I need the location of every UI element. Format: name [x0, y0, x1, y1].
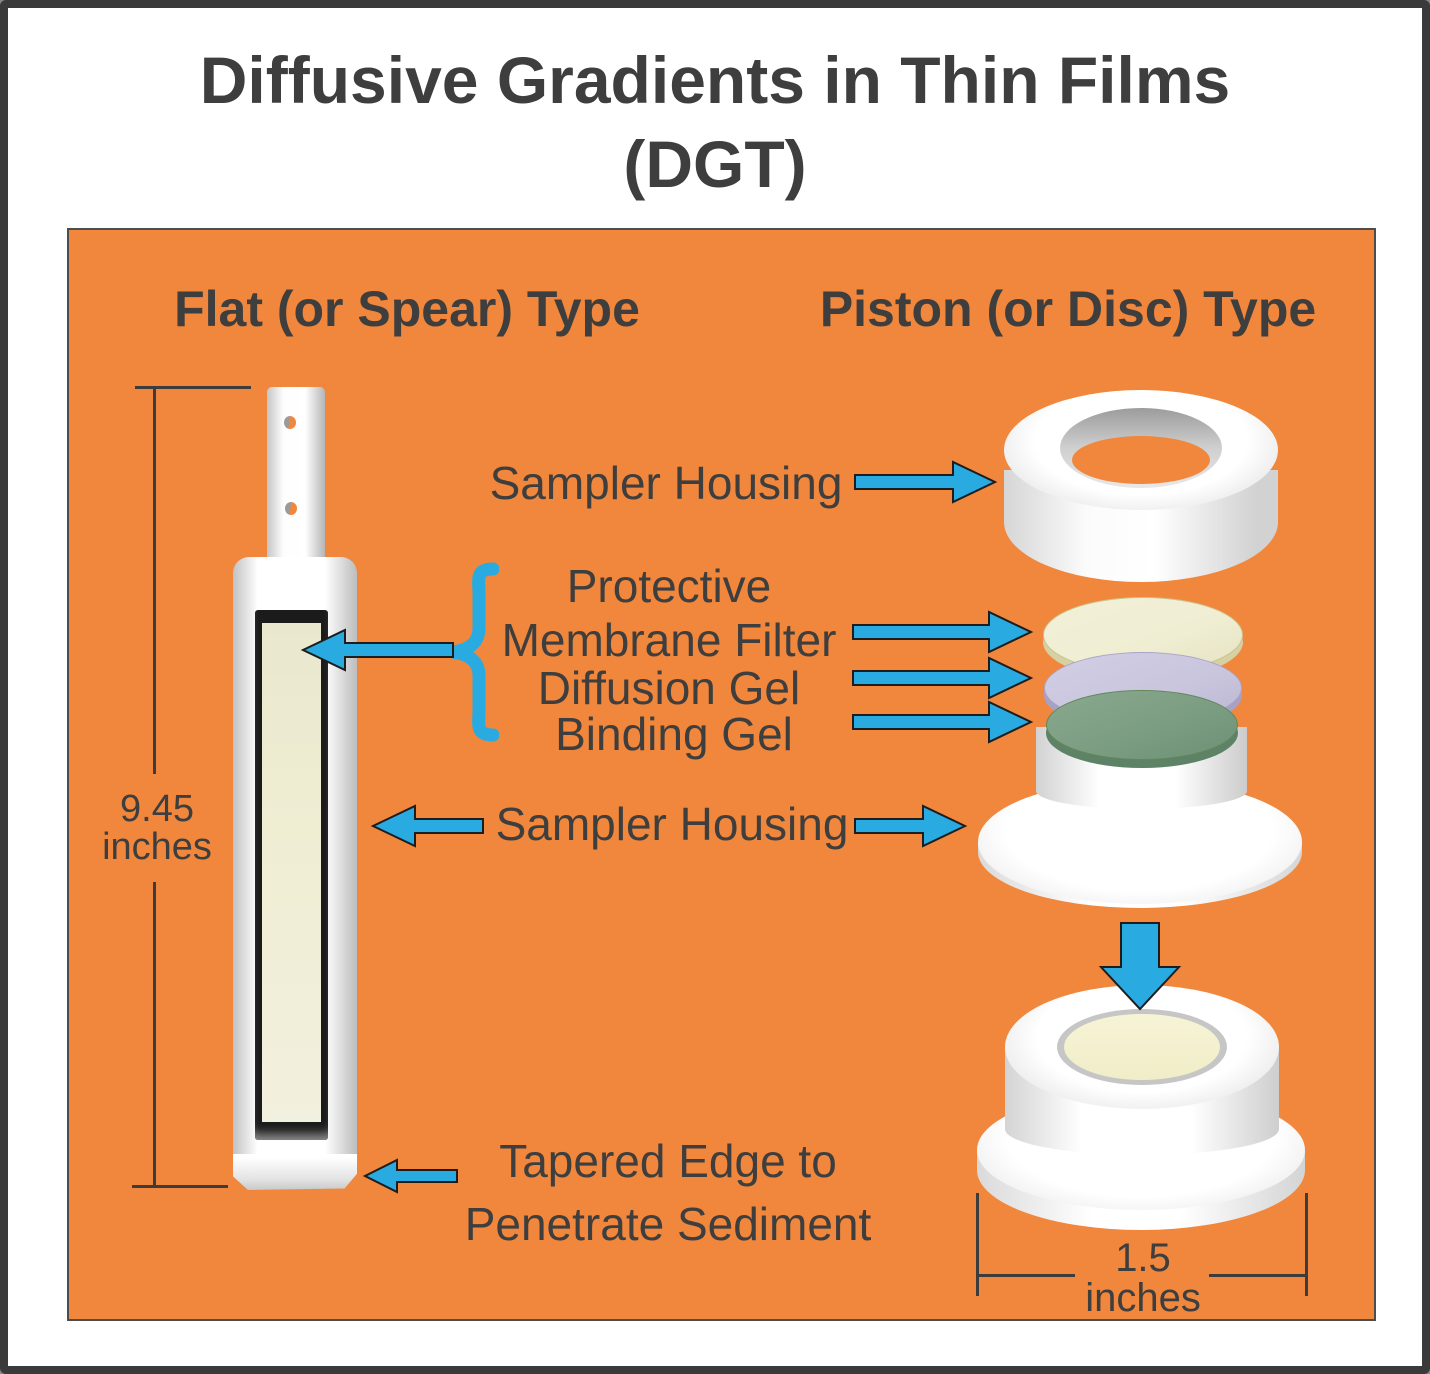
flat-dim-tick-bottom — [132, 1185, 228, 1188]
arrow-right-icon-binding-gel — [852, 700, 1034, 744]
piston-dim-line-right — [1209, 1274, 1308, 1277]
spear-tapered-edge — [233, 1154, 357, 1190]
flat-dim-line-upper — [153, 387, 156, 774]
layer-label-diffusion-gel: Diffusion Gel — [537, 662, 801, 714]
piston-type-heading: Piston (or Disc) Type — [819, 281, 1317, 337]
arrow-left-icon-tapered-edge — [362, 1158, 458, 1194]
assembled-membrane-window — [1064, 1014, 1220, 1080]
flat-dim-line-lower — [153, 882, 156, 1187]
spear-handle — [267, 387, 325, 565]
title-line-1: Diffusive Gradients in Thin Films — [199, 43, 1231, 117]
spear-handle-hole-top — [284, 416, 296, 429]
page-title: Diffusive Gradients in Thin Films (DGT) — [8, 38, 1422, 206]
tapered-edge-label-line1: Tapered Edge to — [499, 1135, 837, 1187]
flat-dim-tick-top — [135, 386, 251, 389]
layer-label-protective: Protective — [566, 560, 772, 612]
arrow-right-icon-housing-mid — [854, 804, 968, 848]
piston-dim-unit: inches — [1085, 1276, 1201, 1320]
layer-label-membrane-filter: Membrane Filter — [501, 614, 837, 666]
arrow-left-icon-housing-mid — [370, 804, 484, 848]
arrow-down-icon-assembly — [1098, 922, 1182, 1011]
spear-gel-window — [255, 610, 328, 1140]
arrow-right-icon-housing-top — [854, 460, 998, 504]
piston-dim-tick-right — [1305, 1193, 1308, 1296]
piston-dim-value: 1.5 — [1115, 1236, 1171, 1280]
arrow-right-icon-membrane-filter — [852, 610, 1034, 654]
spear-gel-pad — [262, 623, 321, 1122]
sampler-housing-top-label: Sampler Housing — [489, 457, 843, 509]
piston-dim-tick-left — [976, 1193, 979, 1296]
arrow-left-icon-to-spear-window — [300, 628, 454, 672]
arrow-right-icon-diffusion-gel — [852, 656, 1034, 700]
flat-type-heading: Flat (or Spear) Type — [174, 281, 640, 337]
tapered-edge-label-line2: Penetrate Sediment — [464, 1198, 872, 1250]
piston-housing-ring-hole-opening — [1072, 436, 1210, 484]
diagram-panel: Flat (or Spear) Type Piston (or Disc) Ty… — [67, 228, 1376, 1321]
piston-dim-line-left — [976, 1274, 1075, 1277]
spear-handle-hole-bottom — [285, 502, 297, 515]
flat-dim-value: 9.45 — [120, 788, 194, 830]
layer-label-binding-gel: Binding Gel — [555, 708, 793, 760]
flat-dim-unit: inches — [102, 826, 212, 868]
binding-gel-disc — [1046, 690, 1238, 760]
title-line-2: (DGT) — [623, 127, 807, 201]
sampler-housing-mid-label: Sampler Housing — [495, 798, 849, 850]
